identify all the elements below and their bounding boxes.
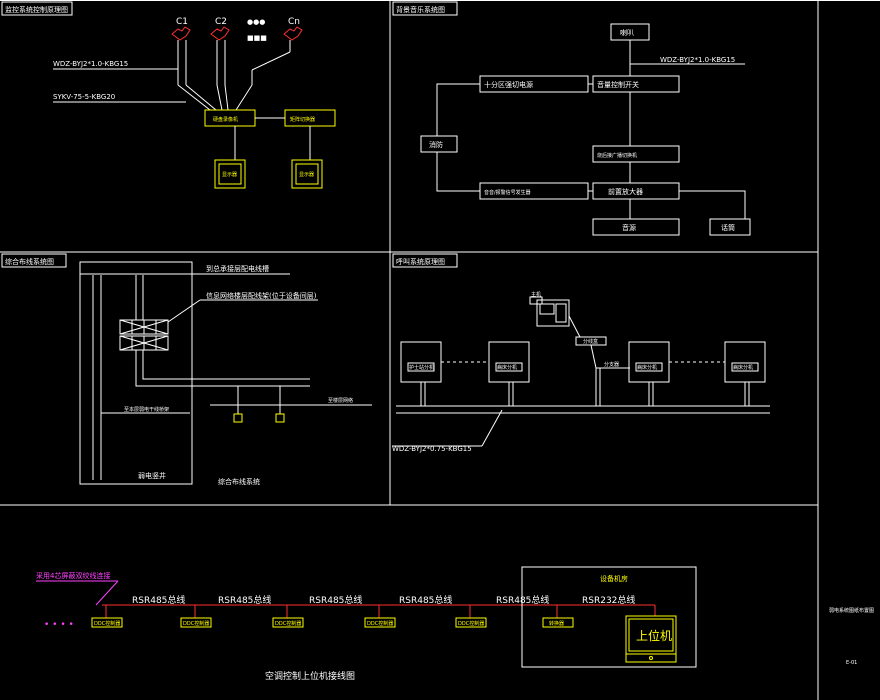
- monitor-cable-2: SYKV-75-5-KBG20: [53, 93, 115, 101]
- svg-text:上位机: 上位机: [636, 628, 672, 643]
- display-2-box: [291, 159, 323, 189]
- svg-text:十分区强切电源: 十分区强切电源: [484, 80, 533, 89]
- svg-text:烧后接广播切换机: 烧后接广播切换机: [597, 152, 637, 159]
- svg-text:显示器: 显示器: [222, 172, 237, 178]
- intercom-cable: WDZ-BYJ2*0.75-KBG15: [392, 445, 472, 453]
- camera-ellipsis: ●●●: [247, 18, 265, 26]
- camera-label-cn: Cn: [288, 17, 300, 27]
- svg-text:E-01: E-01: [846, 660, 857, 666]
- svg-text:矩阵切换器: 矩阵切换器: [290, 116, 315, 123]
- svg-text:显示器: 显示器: [299, 172, 314, 178]
- svg-text:转换器: 转换器: [549, 620, 564, 627]
- svg-text:RSR485总线: RSR485总线: [132, 594, 185, 606]
- svg-text:分线盒: 分线盒: [583, 338, 598, 345]
- camera-label-c2: C2: [215, 17, 227, 27]
- svg-text:背景音乐系统图: 背景音乐系统图: [396, 5, 445, 14]
- svg-text:护士站分机: 护士站分机: [409, 364, 434, 371]
- cabling-diagram: 到总承接层配电线槽 信息网络楼层配线架(位于设备间层) 至本层弱电干线桥架 至楼…: [79, 261, 372, 486]
- hvac-diagram: 采用4芯屏蔽双绞线连接 • • • • RSR485总线 RSR485总线 RS…: [36, 566, 697, 682]
- call-station: [488, 341, 530, 383]
- svg-text:综合布线系统图: 综合布线系统图: [5, 257, 54, 266]
- svg-text:病床分机: 病床分机: [637, 364, 657, 371]
- svg-text:RSR485总线: RSR485总线: [399, 594, 452, 606]
- ddc-controller: [455, 617, 487, 628]
- svg-text:病床分机: 病床分机: [733, 364, 753, 371]
- camera-ellipsis-2: ■■■: [247, 34, 267, 42]
- svg-text:话筒: 话筒: [721, 223, 735, 232]
- svg-text:DDC控制器: DDC控制器: [183, 620, 209, 627]
- svg-text:DDC控制器: DDC控制器: [458, 620, 484, 627]
- svg-text:监控系统控制原理图: 监控系统控制原理图: [5, 5, 68, 14]
- svg-text:设备机房: 设备机房: [600, 574, 628, 583]
- equipment-room: [521, 566, 697, 668]
- svg-text:RSR232总线: RSR232总线: [582, 594, 635, 606]
- call-station: [628, 341, 670, 383]
- ddc-controller: [364, 617, 396, 628]
- svg-text:采用4芯屏蔽双绞线连接: 采用4芯屏蔽双绞线连接: [36, 571, 110, 580]
- svg-text:至本层弱电干线桥架: 至本层弱电干线桥架: [124, 406, 169, 413]
- svg-text:到总承接层配电线槽: 到总承接层配电线槽: [206, 264, 269, 273]
- svg-text:RSR485总线: RSR485总线: [218, 594, 271, 606]
- camera-label-c1: C1: [176, 17, 188, 27]
- svg-text:信息网络楼层配线架(位于设备间层): 信息网络楼层配线架(位于设备间层): [206, 291, 317, 300]
- mic-box: [709, 218, 751, 236]
- call-station: [400, 341, 442, 383]
- camera-icon: [171, 26, 303, 41]
- svg-text:喇叭: 喇叭: [620, 28, 634, 37]
- display-1-box: [214, 159, 246, 189]
- svg-text:音量控制开关: 音量控制开关: [597, 80, 639, 89]
- svg-text:DDC控制器: DDC控制器: [94, 620, 120, 627]
- svg-text:空调控制上位机接线图: 空调控制上位机接线图: [265, 670, 355, 682]
- weak-current-shaft: [79, 261, 193, 485]
- music-cable: WDZ-BYJ2*1.0-KBG15: [660, 56, 735, 64]
- svg-text:RSR485总线: RSR485总线: [309, 594, 362, 606]
- svg-text:综合布线系统: 综合布线系统: [218, 477, 260, 486]
- svg-text:硬盘录像机: 硬盘录像机: [213, 116, 238, 123]
- svg-text:音音/报警信号发生器: 音音/报警信号发生器: [484, 189, 531, 196]
- side-strip: 弱电系统图纸布置图 E-01: [829, 607, 874, 666]
- svg-text:分支器: 分支器: [604, 361, 619, 368]
- converter-box: [542, 617, 574, 628]
- svg-text:DDC控制器: DDC控制器: [367, 620, 393, 627]
- svg-text:呼叫系统原理图: 呼叫系统原理图: [396, 257, 445, 266]
- svg-text:主机: 主机: [531, 291, 541, 298]
- info-outlet: [233, 413, 243, 423]
- svg-text:消防: 消防: [429, 140, 443, 149]
- source-box: [592, 218, 680, 236]
- computer-icon: [625, 615, 677, 663]
- music-diagram: 喇叭 WDZ-BYJ2*1.0-KBG15 十分区强切电源 音量控制开关 消防 …: [420, 23, 751, 236]
- ddc-controller: [272, 617, 304, 628]
- svg-text:弱电系统图纸布置图: 弱电系统图纸布置图: [829, 607, 874, 614]
- ddc-controller: [180, 617, 212, 628]
- panel-title-intercom: 呼叫系统原理图: [392, 253, 458, 268]
- svg-text:RSR485总线: RSR485总线: [496, 594, 549, 606]
- bus-continuation: • • • •: [44, 620, 74, 630]
- nurse-station-host-icon: [529, 296, 570, 327]
- svg-text:DDC控制器: DDC控制器: [275, 620, 301, 627]
- panel-title-monitor: 监控系统控制原理图: [1, 1, 73, 16]
- svg-text:病床分机: 病床分机: [497, 364, 517, 371]
- monitor-diagram: C1 C2 Cn ●●● ■■■ WDZ-BYJ2*1.0-KBG15 SYKV…: [53, 17, 336, 189]
- svg-text:弱电竖井: 弱电竖井: [138, 471, 166, 480]
- call-station: [724, 341, 766, 383]
- ddc-controller: [91, 617, 123, 628]
- info-outlet: [275, 413, 285, 423]
- fire-broadcast-box: [592, 145, 680, 163]
- panel-title-cabling: 综合布线系统图: [1, 253, 67, 268]
- intercom-diagram: 主机 分线盒 分支器 护士站分机 病床分机 病床分机 病床分机 W: [392, 291, 770, 453]
- monitor-cable-1: WDZ-BYJ2*1.0-KBG15: [53, 60, 128, 68]
- svg-text:音源: 音源: [622, 223, 636, 232]
- svg-text:至楼层网络: 至楼层网络: [328, 397, 353, 404]
- svg-text:前置放大器: 前置放大器: [608, 187, 643, 196]
- fire-box: [420, 135, 458, 153]
- panel-title-music: 背景音乐系统图: [392, 1, 458, 16]
